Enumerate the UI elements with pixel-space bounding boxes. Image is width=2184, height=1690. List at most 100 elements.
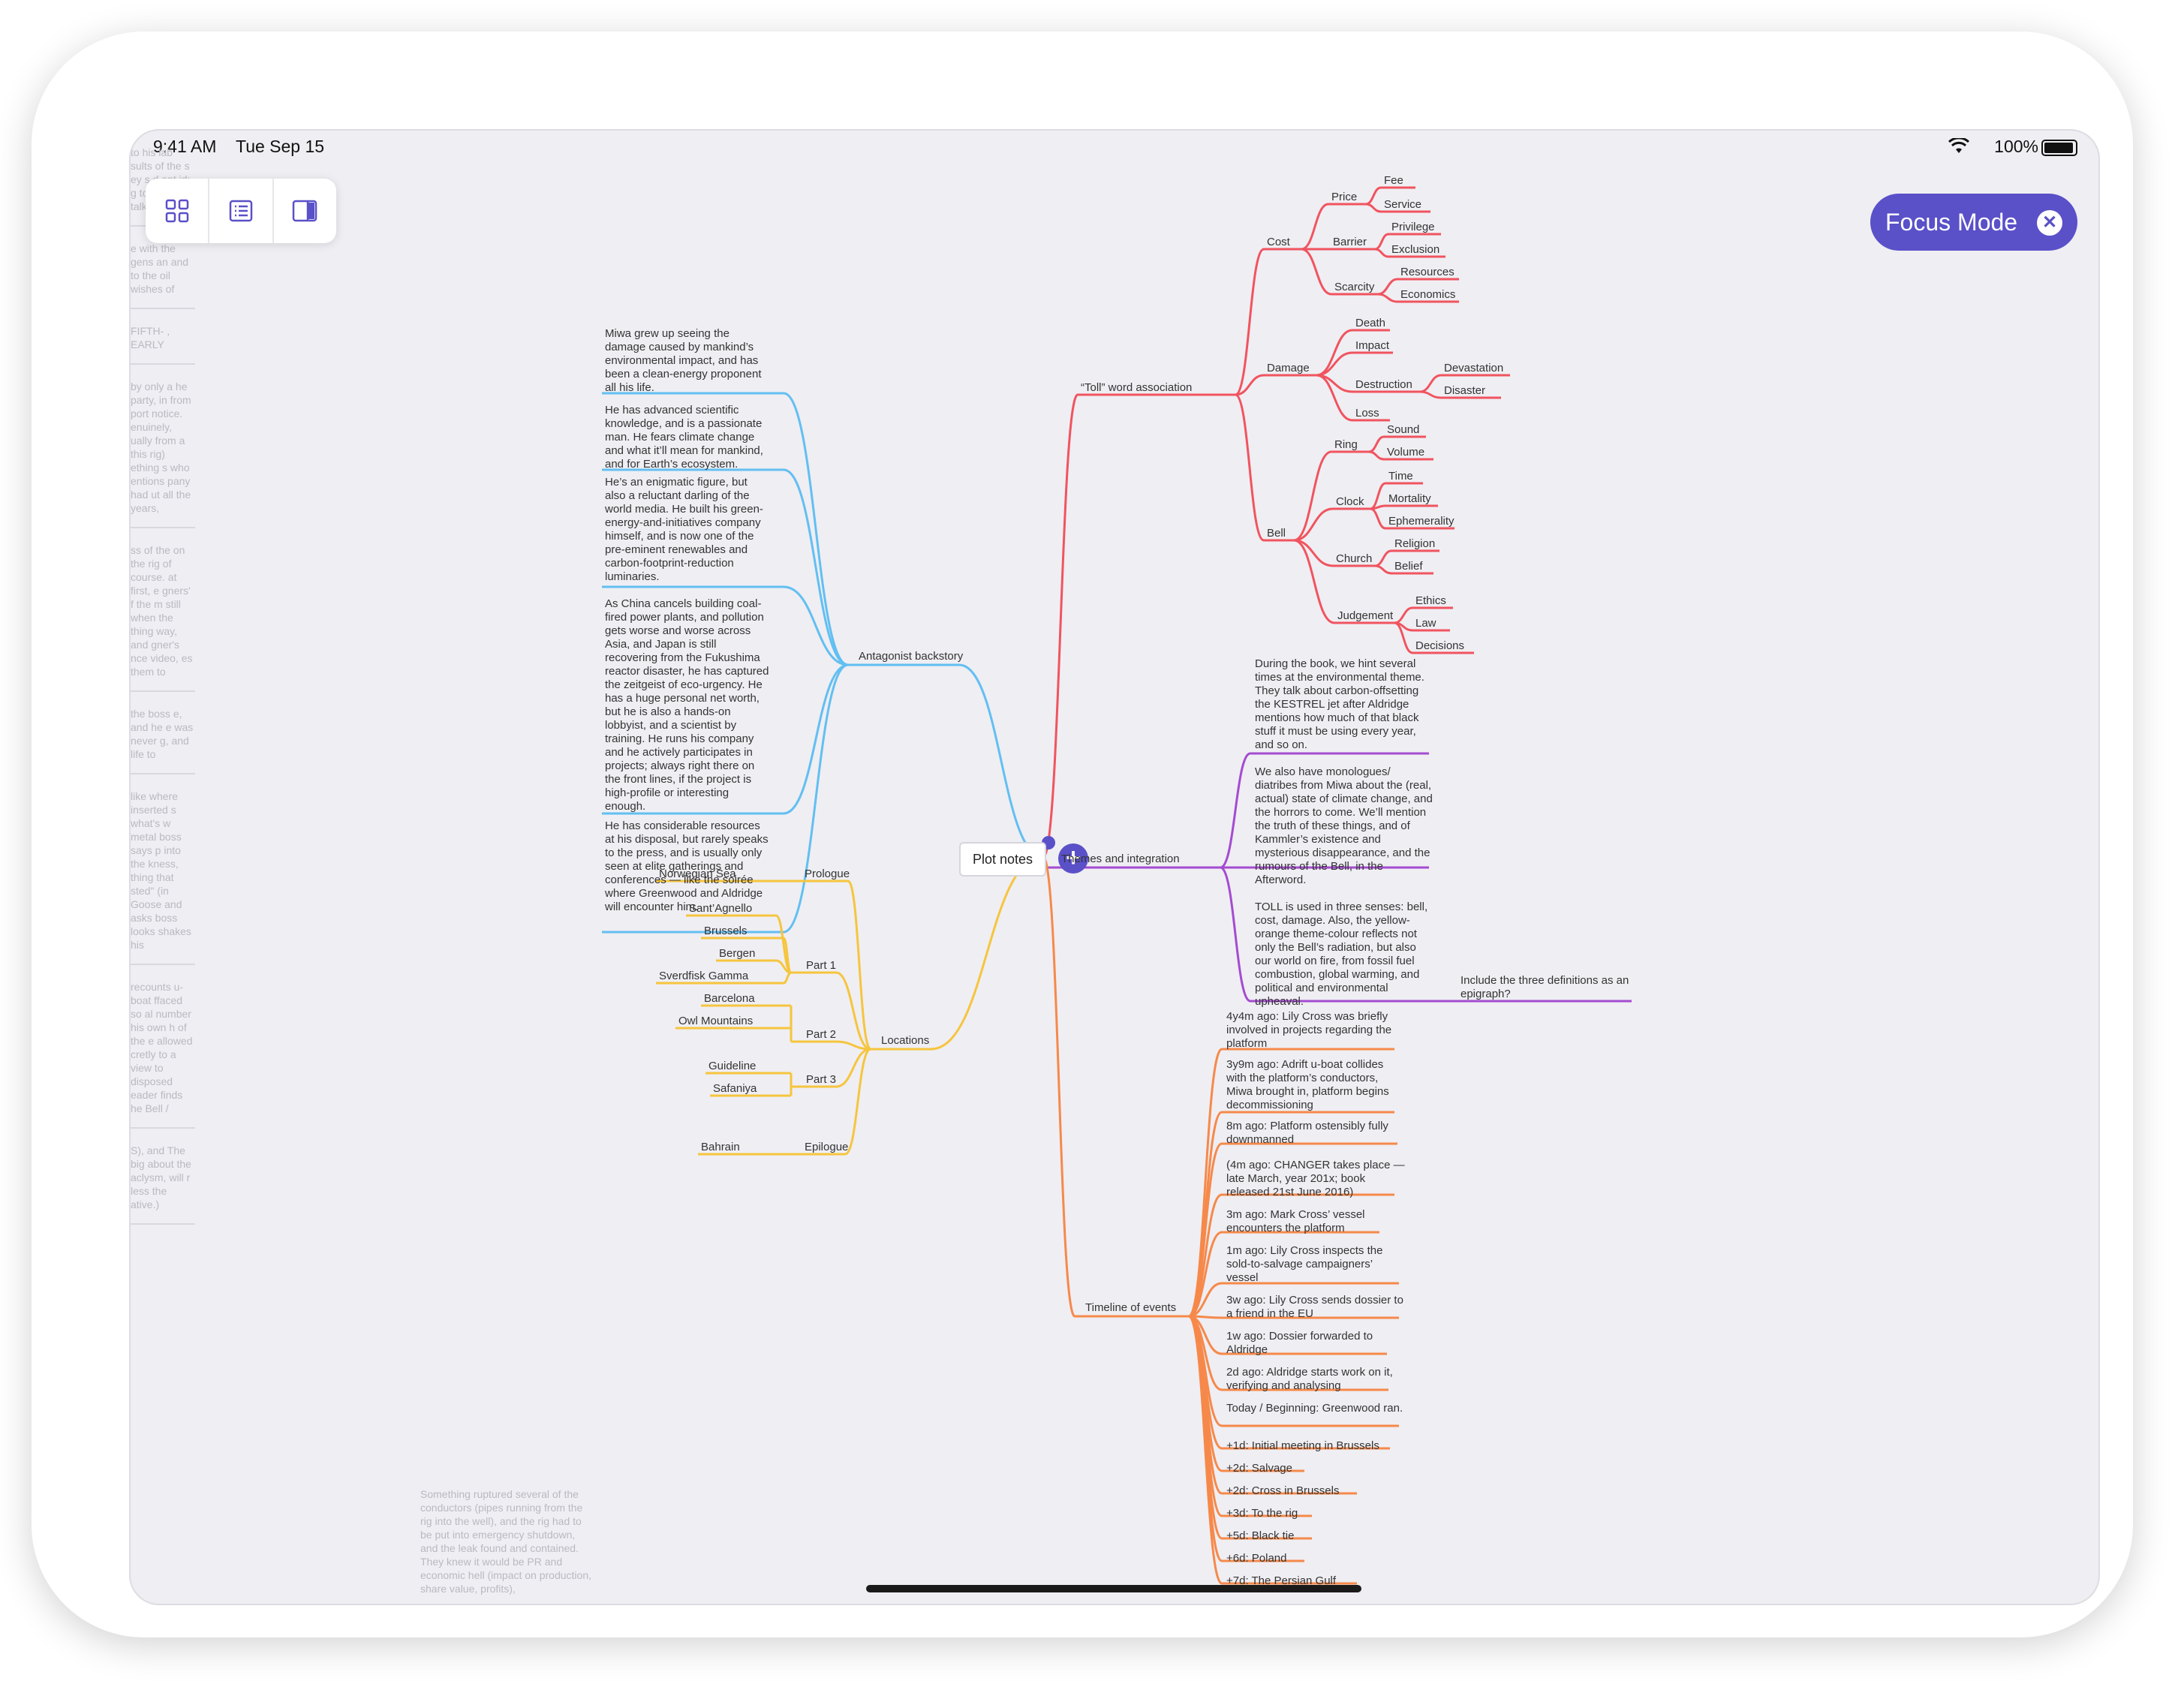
node-law[interactable]: Law	[1415, 617, 1436, 630]
node-destruction[interactable]: Destruction	[1355, 378, 1412, 391]
node-ephemerality[interactable]: Ephemerality	[1388, 515, 1454, 528]
node-impact[interactable]: Impact	[1355, 339, 1390, 352]
grid-view-button[interactable]	[146, 179, 210, 243]
node-judgement[interactable]: Judgement	[1337, 609, 1394, 622]
home-indicator	[866, 1585, 1361, 1592]
timeline-item[interactable]: +6d: Poland	[1226, 1552, 1287, 1565]
node-resources[interactable]: Resources	[1400, 266, 1454, 278]
timeline-root-node[interactable]: Timeline of events	[1085, 1301, 1177, 1314]
connector	[783, 468, 849, 666]
node-privilege[interactable]: Privilege	[1391, 221, 1435, 233]
connector	[783, 663, 849, 815]
timeline-item[interactable]: +2d: Cross in Brussels	[1226, 1484, 1340, 1497]
antagonist-root-node[interactable]: Antagonist backstory	[859, 650, 964, 663]
node-service[interactable]: Service	[1384, 198, 1422, 211]
node-part2-item[interactable]: Barcelona	[704, 992, 755, 1005]
node-part3[interactable]: Part 3	[806, 1073, 837, 1086]
themes-note[interactable]: TOLL is used in three senses: bell, cost…	[1255, 901, 1428, 1008]
connector	[1394, 606, 1413, 624]
timeline-item[interactable]: +3d: To the rig	[1226, 1507, 1298, 1520]
connector	[1293, 507, 1334, 542]
locations-root-node[interactable]: Locations	[881, 1034, 930, 1047]
add-node-button[interactable]: +	[1058, 843, 1088, 874]
timeline-item[interactable]: 4y4m ago: Lily Cross was briefly involve…	[1226, 1010, 1392, 1050]
timeline-item[interactable]: 8m ago: Platform ostensibly fully downma…	[1226, 1120, 1388, 1146]
sidebar-button[interactable]	[274, 179, 336, 243]
node-loss[interactable]: Loss	[1355, 407, 1379, 419]
timeline-item[interactable]: 3y9m ago: Adrift u-boat collides with th…	[1226, 1058, 1389, 1111]
node-ethics[interactable]: Ethics	[1415, 594, 1446, 607]
list-view-button[interactable]	[209, 179, 274, 243]
toll-root-node[interactable]: “Toll” word association	[1081, 381, 1193, 394]
node-part3-item[interactable]: Guideline	[708, 1060, 757, 1072]
node-death[interactable]: Death	[1355, 317, 1386, 329]
node-part3-item[interactable]: Safaniya	[713, 1082, 757, 1095]
timeline-item[interactable]: +2d: Salvage	[1226, 1462, 1292, 1475]
node-devastation[interactable]: Devastation	[1444, 362, 1504, 374]
timeline-item[interactable]: +5d: Black tie	[1226, 1529, 1295, 1542]
node-scarcity[interactable]: Scarcity	[1334, 281, 1375, 293]
node-exclusion[interactable]: Exclusion	[1391, 243, 1440, 256]
node-economics[interactable]: Economics	[1400, 288, 1456, 301]
timeline-item[interactable]: 3m ago: Mark Cross’ vessel encounters th…	[1226, 1208, 1365, 1234]
themes-epigraph[interactable]: Include the three definitions as an epig…	[1461, 974, 1629, 1000]
node-part1[interactable]: Part 1	[806, 959, 837, 972]
timeline-item[interactable]: +7d: The Persian Gulf	[1226, 1574, 1337, 1587]
node-part1-item[interactable]: Brussels	[704, 925, 748, 937]
node-belief[interactable]: Belief	[1394, 560, 1423, 573]
node-religion[interactable]: Religion	[1394, 537, 1436, 550]
node-part1-item[interactable]: Sverdfisk Gamma	[659, 970, 749, 982]
antagonist-note[interactable]: He has advanced scientific knowledge, an…	[605, 404, 763, 471]
timeline-item[interactable]: (4m ago: CHANGER takes place — late Marc…	[1226, 1159, 1405, 1198]
node-decisions[interactable]: Decisions	[1415, 639, 1465, 652]
node-disaster[interactable]: Disaster	[1444, 384, 1486, 397]
timeline-item[interactable]: 3w ago: Lily Cross sends dossier to a fr…	[1226, 1294, 1403, 1320]
node-part1-item[interactable]: Bergen	[719, 947, 756, 960]
ghost-paragraph: by only a he party, in from port notice.…	[131, 380, 195, 528]
node-part2-item[interactable]: Owl Mountains	[678, 1015, 754, 1027]
connector	[1374, 564, 1392, 575]
node-ring[interactable]: Ring	[1334, 438, 1358, 451]
node-fee[interactable]: Fee	[1384, 174, 1403, 187]
ghost-paragraph: S), and The big about the aclysm, will r…	[131, 1144, 195, 1225]
connector	[1365, 203, 1382, 213]
node-price[interactable]: Price	[1331, 191, 1358, 203]
antagonist-note[interactable]: As China cancels building coal-fired pow…	[605, 597, 769, 813]
themes-root-node[interactable]: Themes and integration	[1061, 853, 1180, 865]
node-norwegian-sea[interactable]: Norwegian Sea	[659, 868, 736, 880]
antagonist-note[interactable]: He’s an enigmatic figure, but also a rel…	[605, 476, 763, 583]
close-icon[interactable]: ✕	[2037, 210, 2062, 236]
node-part1-item[interactable]: Sant’Agnello	[689, 902, 753, 915]
antagonist-note[interactable]: He has considerable resources at his dis…	[605, 819, 769, 913]
node-clock[interactable]: Clock	[1336, 495, 1364, 508]
timeline-item[interactable]: +1d: Initial meeting in Brussels	[1226, 1439, 1379, 1452]
connector	[1377, 293, 1398, 303]
themes-note[interactable]: During the book, we hint several times a…	[1255, 657, 1424, 751]
node-barrier[interactable]: Barrier	[1333, 236, 1367, 248]
node-bahrain[interactable]: Bahrain	[701, 1141, 740, 1153]
connector	[1368, 450, 1385, 461]
antagonist-note[interactable]: Miwa grew up seeing the damage caused by…	[605, 327, 762, 394]
node-mortality[interactable]: Mortality	[1388, 492, 1431, 505]
ghost-sidebar: to his lab sults of the s ey s d ant id;…	[131, 146, 195, 1240]
timeline-item[interactable]: 1m ago: Lily Cross inspects the sold-to-…	[1226, 1244, 1383, 1284]
timeline-item[interactable]: 1w ago: Dossier forwarded to Aldridge	[1226, 1330, 1373, 1356]
connector	[1293, 539, 1335, 624]
node-damage[interactable]: Damage	[1267, 362, 1310, 374]
connector	[1377, 278, 1398, 296]
node-church[interactable]: Church	[1336, 552, 1373, 565]
node-sound[interactable]: Sound	[1387, 423, 1420, 436]
themes-note[interactable]: We also have monologues/ diatribes from …	[1255, 765, 1433, 886]
node-part2[interactable]: Part 2	[806, 1028, 837, 1041]
node-time[interactable]: Time	[1388, 470, 1413, 483]
root-node[interactable]: Plot notes	[959, 842, 1046, 877]
node-volume[interactable]: Volume	[1387, 446, 1425, 459]
timeline-item[interactable]: 2d ago: Aldridge starts work on it, veri…	[1226, 1366, 1393, 1392]
node-bell[interactable]: Bell	[1267, 527, 1286, 540]
timeline-item[interactable]: Today / Beginning: Greenwood ran.	[1226, 1402, 1403, 1415]
focus-mode-button[interactable]: Focus Mode ✕	[1870, 194, 2077, 251]
node-prologue[interactable]: Prologue	[805, 868, 850, 880]
node-epilogue[interactable]: Epilogue	[805, 1141, 849, 1153]
node-cost[interactable]: Cost	[1267, 236, 1290, 248]
device-frame: 9:41 AM Tue Sep 15 100% to his lab sults…	[32, 32, 2133, 1637]
